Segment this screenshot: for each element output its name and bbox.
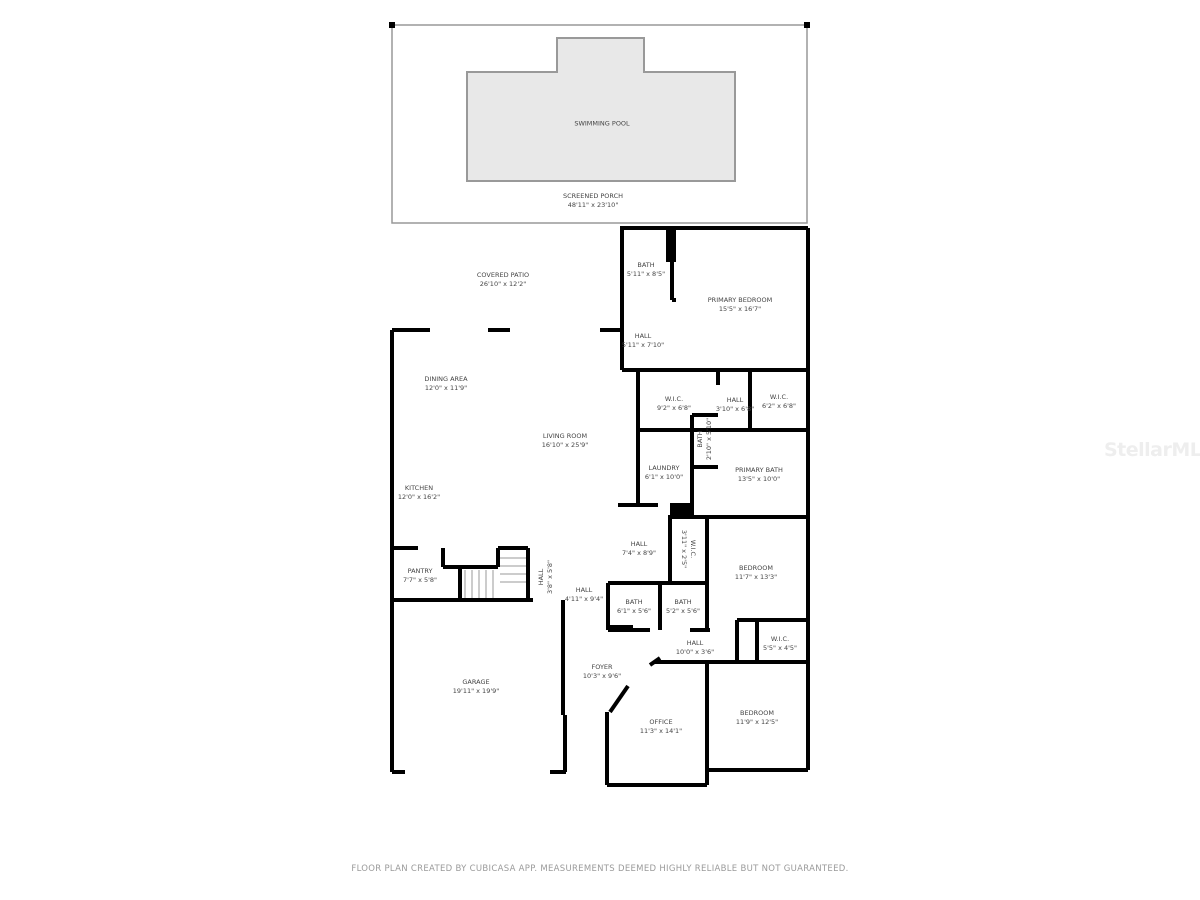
room-dims: 12'0" x 16'2" [397, 493, 441, 501]
room-dims: 6'2" x 6'8" [761, 402, 797, 410]
room-name: FOYER [591, 663, 613, 671]
room-dims: 5'5" x 4'5" [762, 644, 798, 652]
room-name: HALL [630, 540, 648, 548]
room-label-wic: W.I.C.5'5" x 4'5" [763, 635, 797, 653]
room-label-pool: SWIMMING POOL [574, 120, 629, 129]
room-name: BATH [696, 430, 704, 448]
room-dims: 15'5" x 16'7" [718, 305, 762, 313]
room-name: W.I.C. [770, 635, 790, 643]
room-name: GARAGE [462, 678, 490, 686]
room-dims: 4'11" x 9'4" [564, 595, 604, 603]
footer-disclaimer: FLOOR PLAN CREATED BY CUBICASA APP. MEAS… [351, 864, 849, 874]
room-name: PANTRY [407, 567, 433, 575]
room-name: HALL [726, 396, 744, 404]
room-dims: 48'11" x 23'10" [567, 201, 619, 209]
room-name: LIVING ROOM [542, 432, 588, 440]
room-name: BEDROOM [740, 709, 774, 717]
room-dims: 3'8" x 5'8" [546, 559, 554, 595]
room-name: W.I.C. [664, 395, 684, 403]
room-name: HALL [686, 639, 704, 647]
room-label-wic: W.I.C.9'2" x 6'8" [657, 395, 691, 413]
room-dims: 11'3" x 14'1" [639, 727, 683, 735]
room-name: SWIMMING POOL [574, 119, 630, 128]
room-name: W.I.C. [689, 539, 697, 559]
room-dims: 13'5" x 10'0" [737, 475, 781, 483]
room-dims: 10'3" x 9'6" [582, 672, 622, 680]
room-dims: 9'2" x 6'8" [656, 404, 692, 412]
room-name: PRIMARY BEDROOM [707, 296, 773, 304]
room-name: HALL [537, 568, 545, 586]
room-dims: 19'11" x 19'9" [452, 687, 500, 695]
room-dims: 11'9" x 12'5" [735, 718, 779, 726]
room-dims: 5'2" x 5'6" [665, 607, 701, 615]
swimming-pool [466, 37, 736, 182]
room-dims: 5'11" x 8'5" [626, 270, 666, 278]
room-dims: 12'0" x 11'9" [424, 384, 468, 392]
walls [390, 226, 810, 787]
room-name: BEDROOM [739, 564, 773, 572]
room-dims: 11'7" x 13'3" [734, 573, 778, 581]
room-dims: 10'0" x 3'6" [675, 648, 715, 656]
room-label-wic: W.I.C.6'2" x 6'8" [762, 393, 796, 411]
room-name: COVERED PATIO [476, 271, 530, 279]
room-dims: 16'10" x 25'9" [541, 441, 589, 449]
room-dims: 6'1" x 10'0" [644, 473, 684, 481]
room-dims: 26'10" x 12'2" [479, 280, 527, 288]
room-name: LAUNDRY [648, 464, 680, 472]
watermark-logo: StellarMLS [1104, 439, 1200, 461]
room-name: BATH [625, 598, 643, 606]
room-name: BATH [637, 261, 655, 269]
room-name: HALL [575, 586, 593, 594]
wall-blocks [608, 230, 692, 631]
room-dims: 7'7" x 5'8" [402, 576, 438, 584]
room-name: KITCHEN [404, 484, 434, 492]
room-name: BATH [674, 598, 692, 606]
room-label-wic: W.I.C.3'11" x 2'5" [679, 530, 697, 568]
room-dims: 5'11" x 7'10" [621, 341, 665, 349]
room-name: HALL [634, 332, 652, 340]
room-dims: 3'10" x 6'8" [715, 405, 755, 413]
screened-porch-outline [391, 24, 808, 224]
room-name: SCREENED PORCH [562, 192, 624, 200]
room-dims: 6'1" x 5'6" [616, 607, 652, 615]
room-dims: 3'11" x 2'5" [680, 529, 688, 569]
room-name: W.I.C. [769, 393, 789, 401]
room-dims: 7'4" x 8'9" [621, 549, 657, 557]
porch-corners [389, 22, 810, 28]
stairs [464, 557, 526, 598]
room-name: OFFICE [649, 718, 673, 726]
room-dims: 2'10" x 5'10" [705, 417, 713, 461]
room-name: PRIMARY BATH [735, 466, 783, 474]
room-name: DINING AREA [424, 375, 468, 383]
